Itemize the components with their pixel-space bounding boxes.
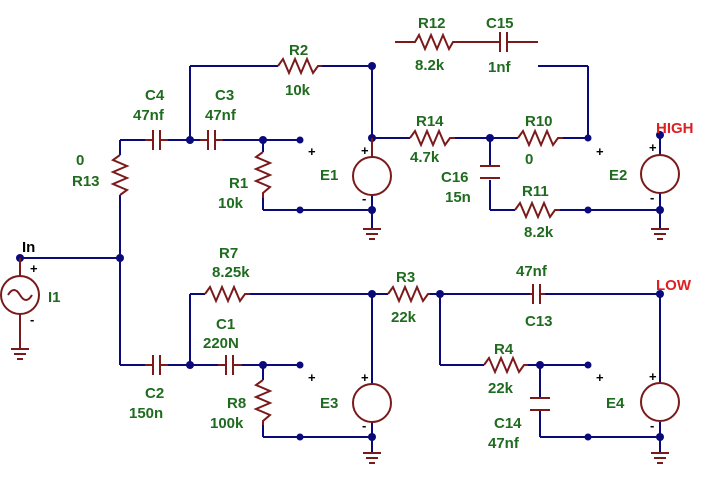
label-c15: C15 (486, 15, 514, 32)
value-r8: 100k (210, 415, 244, 432)
label-i1: I1 (48, 289, 61, 306)
value-c14: 47nf (488, 435, 520, 452)
value-c1: 220N (203, 335, 239, 352)
resistor-r14 (409, 128, 455, 148)
sign-i1-minus: - (30, 312, 34, 327)
controlled-source-e4 (640, 382, 680, 422)
capacitor-c14 (530, 397, 550, 411)
label-r7: R7 (219, 245, 238, 262)
label-c3: C3 (215, 87, 234, 104)
label-r14: R14 (416, 113, 444, 130)
label-e1: E1 (320, 167, 338, 184)
controlled-source-e1 (352, 138, 392, 196)
value-r11: 8.2k (524, 224, 554, 241)
sign-e2-minus: - (650, 190, 654, 205)
capacitor-c15 (475, 32, 538, 52)
label-r11: R11 (522, 183, 549, 200)
capacitor-c2 (145, 355, 168, 375)
resistor-r7 (204, 284, 250, 304)
output-low-label: LOW (656, 277, 692, 294)
label-r12: R12 (418, 15, 446, 32)
capacitor-c13 (530, 284, 545, 304)
resistor-r1 (253, 151, 273, 198)
output-high-label: HIGH (656, 120, 694, 137)
label-c2: C2 (145, 385, 164, 402)
label-r13: R13 (72, 173, 100, 190)
label-c1: C1 (216, 316, 235, 333)
capacitor-c3 (200, 130, 223, 150)
sign-e2-plus: + (649, 140, 657, 155)
resistor-r2 (277, 56, 322, 76)
value-c16: 15n (445, 189, 471, 206)
junctions (16, 62, 664, 441)
sign-e1-in-plus: + (308, 144, 316, 159)
wires (20, 65, 661, 452)
label-r8: R8 (227, 395, 246, 412)
value-r13: 0 (76, 152, 84, 169)
resistor-r11 (514, 200, 560, 220)
value-c15: 1nf (488, 59, 512, 76)
input-label: In (22, 239, 35, 256)
value-r12: 8.2k (415, 57, 445, 74)
resistor-r10 (517, 128, 563, 148)
value-r14: 4.7k (410, 149, 440, 166)
sources (0, 138, 680, 423)
sign-e2-in-plus: + (596, 144, 604, 159)
label-e2: E2 (609, 167, 627, 184)
value-c2: 150n (129, 405, 163, 422)
ac-source-i1 (0, 258, 40, 348)
value-r10: 0 (525, 151, 533, 168)
controlled-source-e3 (352, 383, 392, 423)
sign-e3-minus: - (362, 418, 366, 433)
resistor-r3 (387, 284, 430, 304)
value-r7: 8.25k (212, 264, 250, 281)
labels: In HIGH LOW I1 0 R13 C4 47nf C3 47nf R2 … (22, 15, 694, 452)
sign-e1-plus: + (361, 143, 369, 158)
label-r2: R2 (289, 42, 308, 59)
label-r3: R3 (396, 269, 415, 286)
value-r3: 22k (391, 309, 417, 326)
sign-i1-plus: + (30, 261, 38, 276)
resistor-r12 (395, 32, 475, 52)
sign-e3-in-plus: + (308, 370, 316, 385)
ground-i1 (11, 348, 29, 360)
label-r4: R4 (494, 341, 514, 358)
ground-e2 (651, 228, 669, 240)
sign-e3-plus: + (361, 370, 369, 385)
label-e3: E3 (320, 395, 338, 412)
grounds (11, 228, 669, 464)
value-c3: 47nf (205, 107, 237, 124)
sign-e4-minus: - (650, 418, 654, 433)
capacitor-c4 (145, 130, 168, 150)
label-c13: C13 (525, 313, 553, 330)
ground-e3 (363, 452, 381, 464)
resistor-r8 (253, 379, 273, 425)
capacitor-c1 (218, 355, 242, 375)
value-c13: 47nf (516, 263, 548, 280)
ground-e4 (651, 452, 669, 464)
resistor-r4 (483, 355, 528, 375)
ground-e1 (363, 228, 381, 240)
controlled-source-e2 (640, 154, 680, 194)
label-c14: C14 (494, 415, 522, 432)
capacitor-c16 (480, 165, 500, 179)
resistor-r13 (110, 154, 130, 196)
value-r4: 22k (488, 380, 514, 397)
label-r10: R10 (525, 113, 553, 130)
sign-e4-in-plus: + (596, 370, 604, 385)
label-c4: C4 (145, 87, 165, 104)
polarity-signs: + - + + - + + - + + - + + - (30, 140, 657, 433)
resistors (110, 32, 563, 425)
label-c16: C16 (441, 169, 469, 186)
label-r1: R1 (229, 175, 248, 192)
sign-e4-plus: + (649, 369, 657, 384)
value-r1: 10k (218, 195, 244, 212)
value-r2: 10k (285, 82, 311, 99)
value-c4: 47nf (133, 107, 165, 124)
capacitors (145, 32, 550, 411)
sign-e1-minus: - (362, 191, 366, 206)
label-e4: E4 (606, 395, 625, 412)
